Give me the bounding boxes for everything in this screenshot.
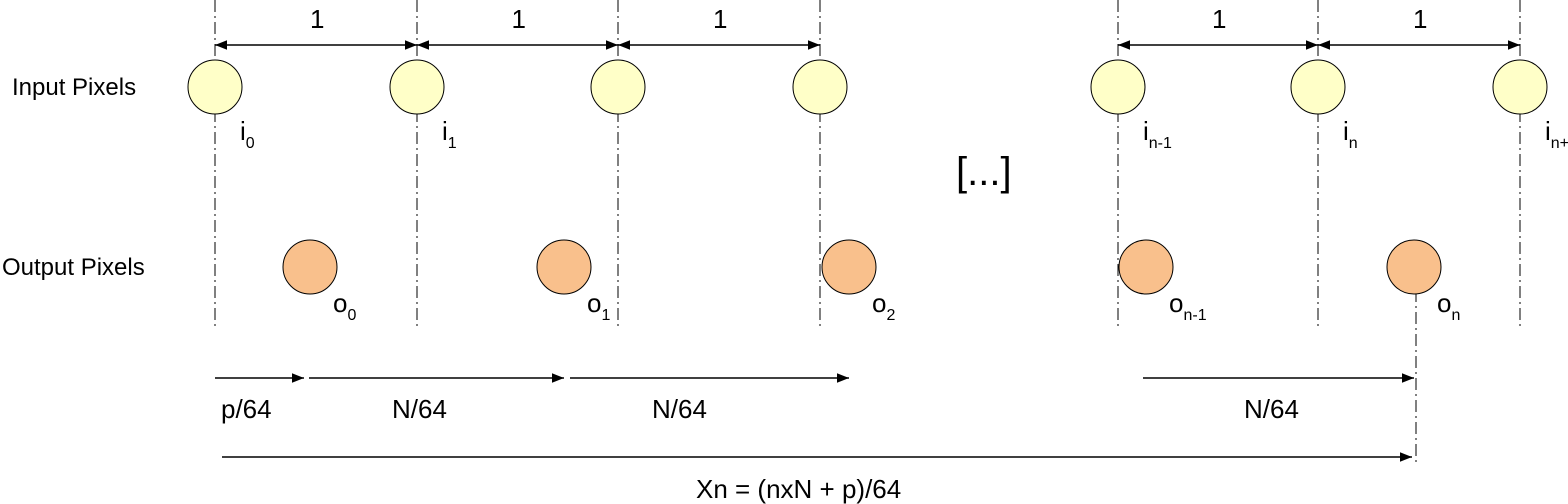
input-pixel-circle bbox=[389, 59, 445, 115]
unit-spacing-label: 1 bbox=[713, 4, 727, 34]
offset-label: p/64 bbox=[221, 394, 272, 424]
output-pixel-label: o2 bbox=[872, 288, 895, 324]
formula-label: Xn = (nxN + p)/64 bbox=[696, 474, 901, 504]
output-pixel-label: on-1 bbox=[1169, 288, 1207, 324]
output-pixel-label: o0 bbox=[333, 288, 356, 324]
ellipsis-label: [...] bbox=[956, 150, 1012, 194]
input-pixels-label: Input Pixels bbox=[12, 74, 136, 101]
output-pixels-label: Output Pixels bbox=[2, 254, 145, 281]
input-pixel-label: i1 bbox=[442, 116, 457, 152]
unit-spacing-label: 1 bbox=[512, 4, 526, 34]
input-pixel-label: in+1 bbox=[1545, 116, 1568, 152]
unit-spacing-label: 1 bbox=[1413, 4, 1427, 34]
output-pixel-label: o1 bbox=[587, 288, 610, 324]
offset-arrows: p/64 N/64 N/64 N/64 bbox=[215, 373, 1414, 424]
input-pixel-circle bbox=[590, 59, 646, 115]
input-pixel-circle bbox=[1090, 59, 1146, 115]
unit-spacing-label: 1 bbox=[1212, 4, 1226, 34]
input-pixel-label: in bbox=[1343, 116, 1358, 152]
input-pixel-row: i0 i1 in-1 in in+1 bbox=[187, 59, 1568, 152]
input-pixel-label: i0 bbox=[240, 116, 255, 152]
input-pixel-circle bbox=[1492, 59, 1548, 115]
grid-lines bbox=[214, 0, 1521, 466]
offset-label: N/64 bbox=[1244, 394, 1299, 424]
output-pixel-circle bbox=[1118, 239, 1174, 295]
offset-label: N/64 bbox=[652, 394, 707, 424]
input-pixel-circle bbox=[1290, 59, 1346, 115]
offset-label: N/64 bbox=[392, 394, 447, 424]
output-pixel-circle bbox=[282, 239, 338, 295]
input-pixel-label: in-1 bbox=[1143, 116, 1172, 152]
unit-spacing-label: 1 bbox=[310, 4, 324, 34]
output-pixel-row: o0 o1 o2 on-1 on bbox=[282, 239, 1460, 324]
input-pixel-circle bbox=[187, 59, 243, 115]
input-pixel-circle bbox=[792, 59, 848, 115]
output-pixel-label: on bbox=[1437, 288, 1460, 324]
top-dimension-arrows: 1 1 1 1 1 bbox=[215, 4, 1520, 50]
output-pixel-circle bbox=[1386, 239, 1442, 295]
output-pixel-circle bbox=[536, 239, 592, 295]
output-pixel-circle bbox=[821, 239, 877, 295]
